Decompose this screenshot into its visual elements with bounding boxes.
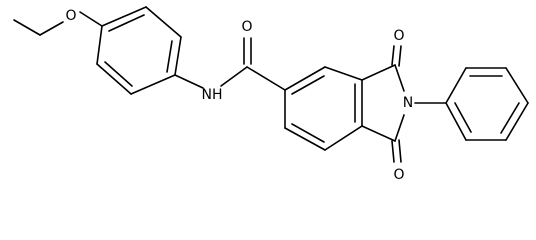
bond	[291, 123, 325, 143]
bond	[104, 61, 133, 87]
bond	[174, 74, 204, 89]
bond	[394, 64, 405, 92]
bond	[284, 127, 326, 151]
bond	[13, 19, 41, 36]
bond	[500, 102, 520, 134]
bond	[361, 64, 396, 81]
bond	[284, 66, 326, 91]
bond	[96, 63, 132, 95]
bond	[96, 25, 103, 65]
molecule-structure-diagram: O NH O N O O	[13, 6, 529, 183]
bond	[391, 45, 395, 66]
bond	[324, 66, 363, 81]
bond	[324, 125, 363, 151]
imide-nitrogen-label: N	[403, 95, 413, 111]
amide-carbonyl-oxygen-label: O	[241, 19, 252, 35]
bond	[166, 40, 173, 73]
bond	[505, 67, 529, 104]
bond	[445, 102, 467, 141]
bond	[145, 6, 182, 38]
bond	[361, 125, 396, 142]
imide-carbonyl-oxygen-bottom-label: O	[393, 167, 404, 183]
imide-carbonyl-oxygen-top-label: O	[393, 28, 404, 44]
bond	[445, 67, 467, 104]
bond	[108, 14, 145, 32]
bond	[246, 66, 286, 91]
bond	[101, 6, 147, 27]
bond	[391, 140, 395, 163]
bond	[79, 11, 103, 27]
bond	[220, 66, 248, 87]
bond	[398, 139, 402, 163]
bond	[174, 36, 182, 76]
ether-oxygen-label: O	[65, 8, 76, 24]
amide-nitrogen-label: NH	[202, 87, 223, 103]
bond	[398, 45, 402, 67]
bond	[454, 102, 472, 133]
bond	[505, 102, 529, 141]
bond	[291, 75, 325, 95]
bond	[130, 74, 176, 95]
bond-lines	[13, 6, 529, 163]
atom-labels: O NH O N O O	[65, 8, 413, 183]
bond	[39, 21, 64, 36]
bond	[394, 114, 405, 142]
